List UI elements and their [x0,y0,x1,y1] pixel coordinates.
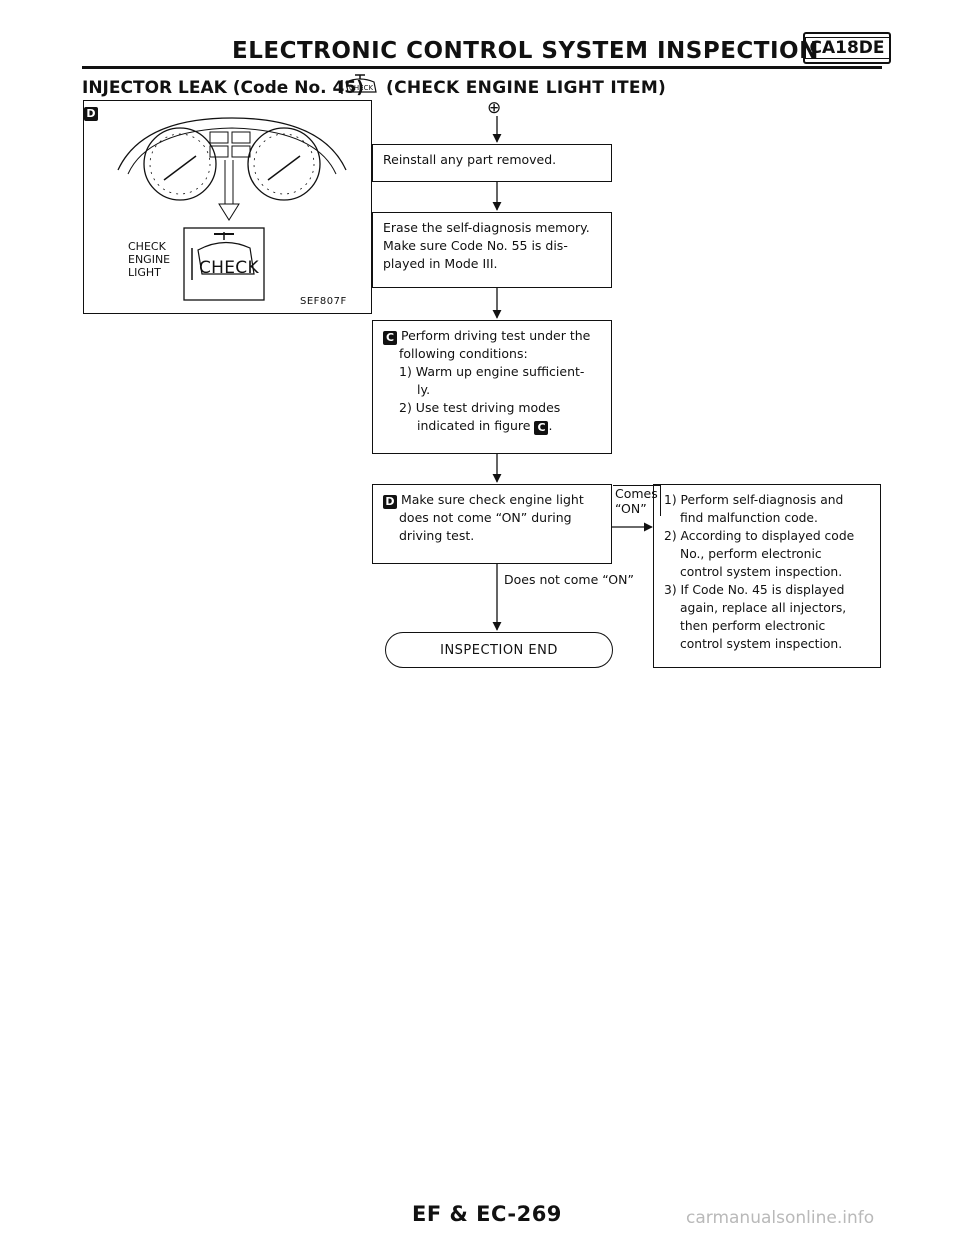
step-text: Erase the self-diagnosis memory. [383,220,590,235]
result-line: 3) If Code No. 45 is displayed [664,583,845,597]
step-erase-memory-box: Erase the self-diagnosis memory. Make su… [372,212,612,288]
branch-no-label: Does not come “ON” [504,572,634,587]
page-number: EF & EC-269 [412,1202,562,1226]
figure-marker-d: D [84,101,98,121]
label-line: LIGHT [128,266,161,279]
label-line: CHECK [128,240,166,253]
step-text: driving test. [399,528,475,543]
page-title: ELECTRONIC CONTROL SYSTEM INSPECTION [232,38,819,64]
result-line: find malfunction code. [680,511,818,525]
label-line: ENGINE [128,253,171,266]
branch-text: Comes [615,486,658,501]
inspection-end-terminator: INSPECTION END [385,632,613,668]
step-driving-test-box: C Perform driving test under the followi… [372,320,612,454]
section-title-qualifier: (CHECK ENGINE LIGHT ITEM) [386,78,667,98]
watermark: carmanualsonline.info [686,1208,875,1228]
step-text: Make sure Code No. 55 is dis- [383,238,568,253]
step-item: indicated in figure [417,418,531,433]
result-action-box: 1) Perform self-diagnosis and find malfu… [653,484,881,668]
svg-text:CHECK: CHECK [349,84,373,92]
step-marker: C [383,331,397,345]
step-text: Make sure check engine light [400,492,584,507]
instrument-cluster-illustration [112,108,352,322]
step-reinstall-box: Reinstall any part removed. [372,144,612,182]
step-check-light-box: D Make sure check engine light does not … [372,484,612,564]
check-engine-light-label: CHECK ENGINE LIGHT [128,240,170,279]
result-line: control system inspection. [680,637,843,651]
result-line: 1) Perform self-diagnosis and [664,493,844,507]
header-rule [82,66,882,69]
step-text: following conditions: [399,346,528,361]
figure-code: SEF807F [300,296,347,307]
engine-badge: CA18DE [803,32,891,64]
branch-text: “ON” [615,501,647,516]
branch-yes-label: Comes “ON” [613,485,661,516]
step-text: Perform driving test under the [400,328,591,343]
step-marker: D [383,495,397,509]
start-symbol: ⊕ [487,98,502,118]
step-item: ly. [417,382,431,397]
result-line: again, replace all injectors, [680,601,847,615]
check-lamp-text: CHECK [199,258,259,278]
result-line: control system inspection. [680,565,843,579]
result-line: 2) According to displayed code [664,529,855,543]
result-line: No., perform electronic [680,547,822,561]
figure-ref-marker: C [534,421,549,435]
check-engine-icon: CHECK [338,74,382,102]
figure-marker: D [84,107,98,121]
figure-panel [83,100,372,314]
step-item: 2) Use test driving modes [399,400,561,415]
step-item: 1) Warm up engine sufficient- [399,364,585,379]
step-text: played in Mode III. [383,256,498,271]
step-text: does not come “ON” during [399,510,572,525]
section-title: INJECTOR LEAK (Code No. 45) [82,78,364,98]
result-line: then perform electronic [680,619,826,633]
step-text: Reinstall any part removed. [383,152,557,167]
engine-badge-label: CA18DE [804,37,890,59]
